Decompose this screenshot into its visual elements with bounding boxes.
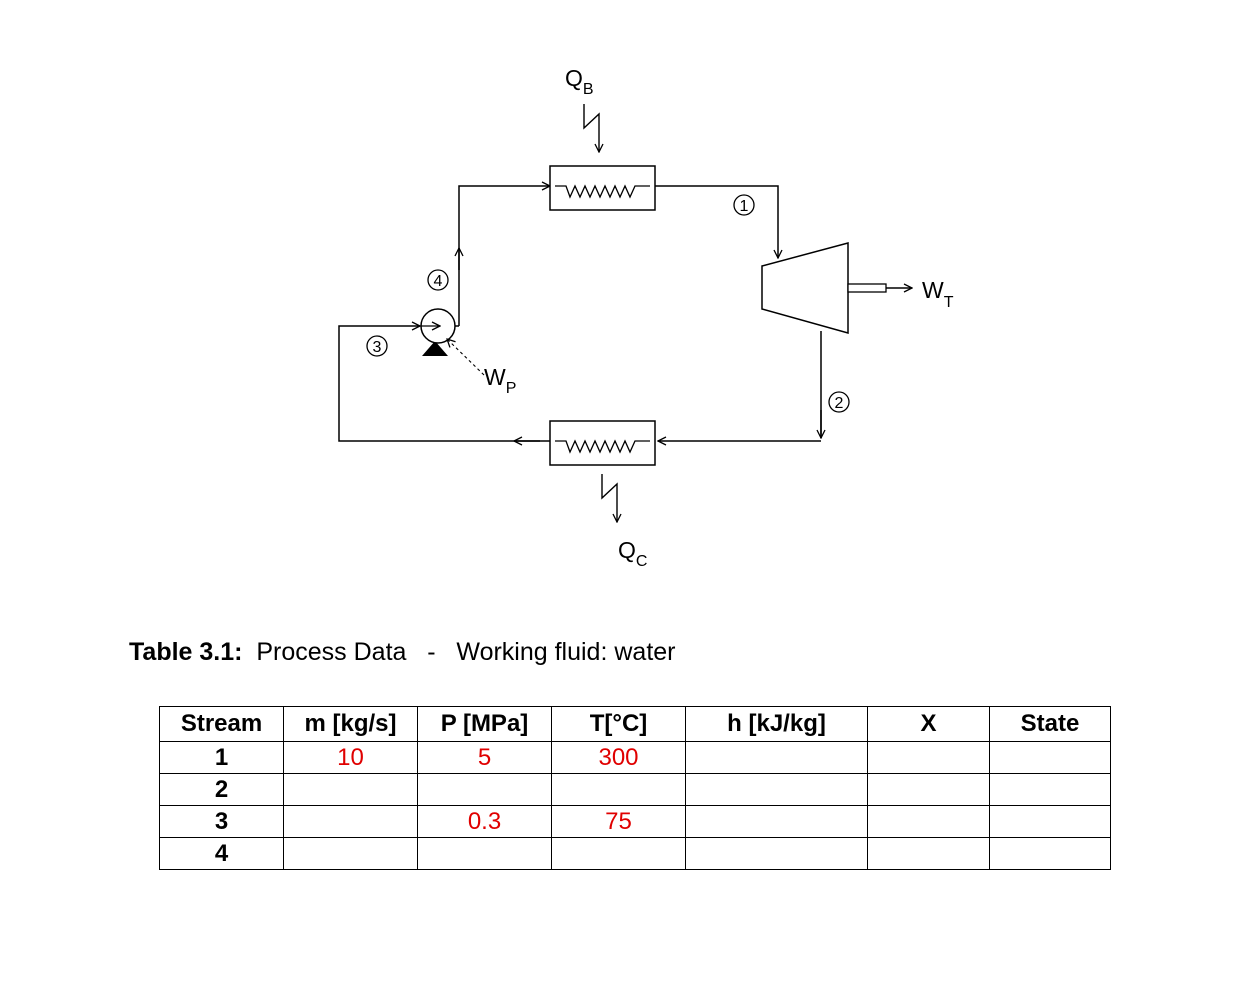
pipe-condenser-to-pump — [338, 326, 550, 442]
quality-cell — [867, 773, 990, 806]
svg-text:4: 4 — [434, 273, 443, 290]
condenser-coil — [555, 439, 650, 454]
turbine-shaft — [847, 283, 887, 293]
pressure-cell — [417, 837, 552, 870]
pump-base — [422, 341, 448, 356]
pressure-cell: 0.3 — [417, 805, 552, 838]
col-header-temperature: T[°C] — [551, 706, 686, 742]
table-caption-text: Process Data - Working fluid: water — [242, 638, 676, 666]
col-header-enthalpy: h [kJ/kg] — [685, 706, 868, 742]
state-marker-4: 4 — [427, 269, 449, 291]
stream-number: 2 — [159, 773, 284, 806]
pipe-4-to-boiler — [458, 186, 550, 326]
mass-flow-cell: 10 — [283, 741, 418, 774]
stream-number: 3 — [159, 805, 284, 838]
col-header-state: State — [989, 706, 1111, 742]
svg-text:WT: WT — [922, 277, 954, 311]
table-caption: Table 3.1: Process Data - Working fluid:… — [129, 638, 676, 667]
table-row: 4 — [159, 837, 1111, 870]
col-header-stream: Stream — [159, 706, 284, 742]
stream-number: 1 — [159, 741, 284, 774]
pump-work-label: W — [484, 364, 506, 390]
table-row: 3 0.3 75 — [159, 805, 1111, 838]
enthalpy-cell — [685, 805, 868, 838]
col-header-quality: X — [867, 706, 990, 742]
col-header-pressure: P [MPa] — [417, 706, 552, 742]
heat-in-zigzag-arrow — [583, 104, 599, 152]
piping — [338, 185, 821, 442]
temperature-cell: 75 — [551, 805, 686, 838]
rankine-cycle-diagram: QB QC WT WP 1 2 3 4 — [338, 65, 954, 570]
pump — [420, 308, 485, 376]
state-cell — [989, 741, 1111, 774]
svg-text:QC: QC — [618, 537, 647, 570]
pressure-cell: 5 — [417, 741, 552, 774]
mass-flow-cell — [283, 805, 418, 838]
quality-cell — [867, 805, 990, 838]
state-cell — [989, 805, 1111, 838]
condenser — [549, 420, 656, 466]
enthalpy-cell — [685, 773, 868, 806]
state-marker-1: 1 — [733, 194, 755, 216]
pump-work-dashed-arrow — [447, 339, 485, 376]
enthalpy-cell — [685, 741, 868, 774]
quality-cell — [867, 837, 990, 870]
col-header-mass-flow: m [kg/s] — [283, 706, 418, 742]
heat-out-sub: C — [636, 553, 648, 570]
svg-text:3: 3 — [373, 339, 382, 356]
enthalpy-cell — [685, 837, 868, 870]
table-header-row: Stream m [kg/s] P [MPa] T[°C] h [kJ/kg] … — [159, 706, 1111, 742]
svg-text:QB: QB — [565, 65, 594, 98]
heat-out-label: Q — [618, 537, 636, 563]
turbine-work-sub: T — [944, 294, 954, 311]
stream-number: 4 — [159, 837, 284, 870]
state-marker-3: 3 — [366, 335, 388, 357]
temperature-cell: 300 — [551, 741, 686, 774]
temperature-cell — [551, 773, 686, 806]
state-marker-2: 2 — [828, 391, 850, 413]
table-row: 2 — [159, 773, 1111, 806]
pressure-cell — [417, 773, 552, 806]
state-cell — [989, 837, 1111, 870]
turbine — [761, 242, 912, 334]
boiler — [549, 165, 656, 211]
heat-out-zigzag-arrow — [601, 474, 617, 522]
table-row: 1 10 5 300 — [159, 741, 1111, 774]
mass-flow-cell — [283, 773, 418, 806]
pump-work-sub: P — [506, 380, 517, 397]
boiler-coil — [555, 184, 650, 199]
svg-text:1: 1 — [740, 198, 749, 215]
state-cell — [989, 773, 1111, 806]
process-data-table: Stream m [kg/s] P [MPa] T[°C] h [kJ/kg] … — [159, 706, 1111, 870]
svg-text:2: 2 — [835, 395, 844, 412]
heat-in-sub: B — [583, 81, 594, 98]
pipe-boiler-to-turbine — [655, 185, 778, 258]
quality-cell — [867, 741, 990, 774]
turbine-work-label: W — [922, 277, 944, 303]
temperature-cell — [551, 837, 686, 870]
table-caption-label: Table 3.1: — [129, 638, 243, 666]
mass-flow-cell — [283, 837, 418, 870]
svg-text:WP: WP — [484, 364, 516, 397]
heat-in-label: Q — [565, 65, 583, 91]
